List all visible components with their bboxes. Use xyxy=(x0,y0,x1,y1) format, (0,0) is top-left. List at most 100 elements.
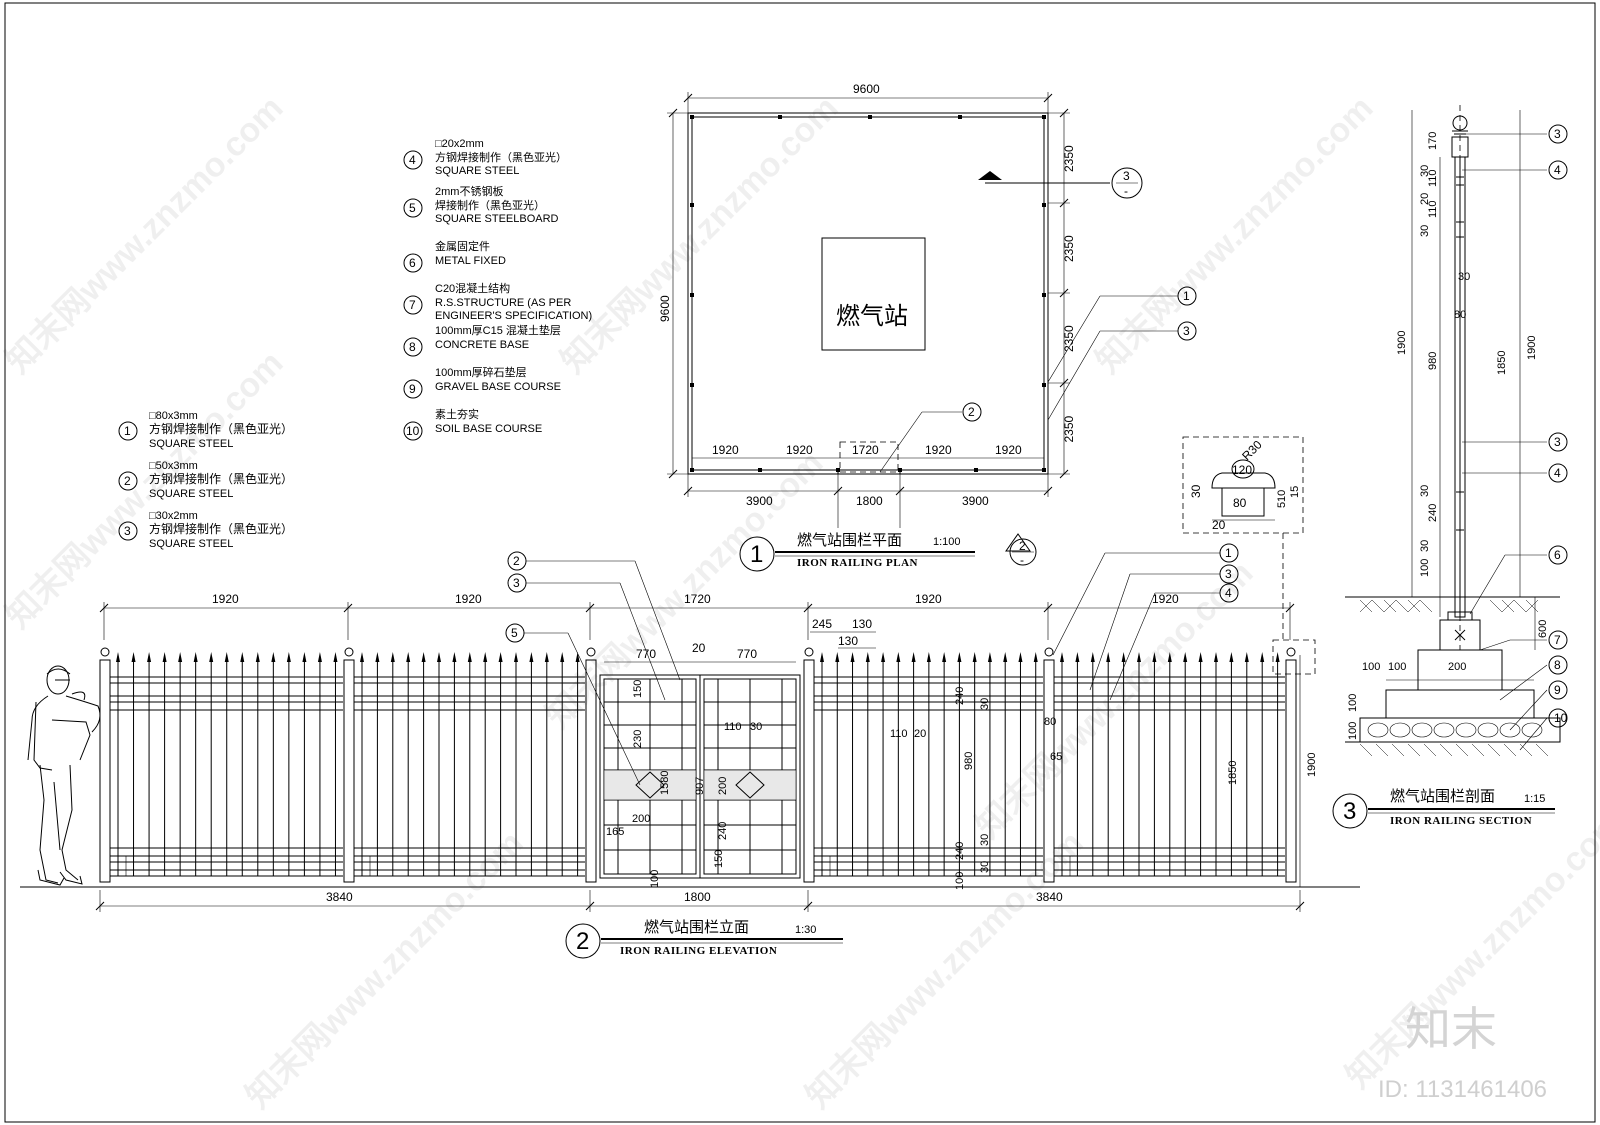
fence-post xyxy=(803,659,815,883)
legend-line: SQUARE STEEL xyxy=(435,165,519,177)
watermark-text: 知末网www.znzmo.com xyxy=(1089,89,1381,381)
detail-5: 5 xyxy=(1276,502,1288,508)
section-title-number: 3 xyxy=(1343,798,1356,825)
elevation-dim-bottom: 3840 xyxy=(1036,890,1063,904)
picket-spike xyxy=(390,652,395,662)
detail-10: 10 xyxy=(1276,490,1288,502)
legend-spec: □30x2mm xyxy=(149,510,198,522)
picket-spike xyxy=(896,652,901,662)
picket-spike xyxy=(835,652,840,662)
callout-circle xyxy=(1548,545,1568,565)
elevation-dim-bottom: 1800 xyxy=(684,890,711,904)
picket-spike xyxy=(271,652,276,662)
callout-number: 3 xyxy=(513,576,520,590)
picket-spike xyxy=(375,652,380,662)
dim-tick xyxy=(99,603,109,613)
dim-tick xyxy=(1059,108,1069,118)
sheet-border xyxy=(4,2,1596,1123)
plan-post xyxy=(1042,383,1046,387)
section-dim-left: 30 xyxy=(1419,225,1431,237)
callout-circle xyxy=(1548,708,1568,728)
plan-dim-top: 9600 xyxy=(853,82,880,96)
section-dim-right: 1900 xyxy=(1526,336,1538,360)
callout-number: 1 xyxy=(1225,546,1232,560)
detail-20: 20 xyxy=(1212,518,1226,532)
plan-post xyxy=(1042,293,1046,297)
dim-tick xyxy=(1285,603,1295,613)
legend-cn: 方钢焊接制作（黑色亚光） xyxy=(149,471,293,486)
plan-dim-right: 2350 xyxy=(1062,235,1076,262)
plan-post xyxy=(758,468,762,472)
callout-circle xyxy=(1548,432,1568,452)
human-scale-figure xyxy=(27,665,101,886)
picket-spike xyxy=(1106,652,1111,662)
plan-post xyxy=(868,115,872,119)
legend-line: CONCRETE BASE xyxy=(435,339,529,351)
plan-title-cn: 燃气站围栏平面 xyxy=(797,531,902,549)
callout-circle xyxy=(1548,630,1568,650)
picket-spike xyxy=(1198,652,1203,662)
section-dim-left: 30 xyxy=(1419,165,1431,177)
watermark-text: 知末网www.znzmo.com xyxy=(0,89,291,381)
picket-spike xyxy=(360,652,364,662)
dim-980: 980 xyxy=(963,752,975,770)
watermark-text: 知末网www.znzmo.com xyxy=(239,824,531,1116)
plan-post xyxy=(1042,115,1046,119)
section-dim-base: 100 xyxy=(1388,661,1406,673)
section-dim-base: 100 xyxy=(1362,661,1380,673)
watermark-layer: 知末网www.znzmo.com 知末网www.znzmo.com 知末网www… xyxy=(0,89,1600,1116)
picket-spike xyxy=(926,652,931,662)
legend-line: SQUARE STEELBOARD xyxy=(435,213,559,225)
picket-spike xyxy=(1260,652,1265,662)
elevation-dim-top: 1920 xyxy=(915,592,942,606)
station-label: 燃气站 xyxy=(836,303,908,330)
picket-spike xyxy=(1121,652,1126,662)
elevation-title-circle xyxy=(565,923,601,959)
gate-dim-right: 770 xyxy=(737,647,757,661)
plan-post xyxy=(690,115,694,119)
detail-dim-245: 245 xyxy=(812,617,832,631)
plan-dim-right: 2350 xyxy=(1062,415,1076,442)
post-cap xyxy=(1044,647,1054,657)
section-dims: 1703011020110301900980302403010030801850… xyxy=(1347,132,1549,740)
callout-circle xyxy=(1177,286,1197,306)
legend-number: 9 xyxy=(409,382,416,396)
detail-dim-130b: 130 xyxy=(838,634,858,648)
picket-spike xyxy=(544,652,549,662)
post-cap xyxy=(100,647,110,657)
elevation-title-number: 2 xyxy=(576,928,589,955)
section-dim-left: 170 xyxy=(1427,132,1439,150)
post-cap xyxy=(344,647,354,657)
legend-line: C20混凝土结构 xyxy=(435,281,510,295)
picket-spike xyxy=(1183,652,1188,662)
legend-circle xyxy=(118,421,138,441)
callout-number: 10 xyxy=(1554,711,1568,725)
legend-cn: 方钢焊接制作（黑色亚光） xyxy=(149,521,293,536)
dim-tick xyxy=(585,901,595,911)
dim-165: 165 xyxy=(606,826,624,838)
section-dim-left: 100 xyxy=(1419,559,1431,577)
legend-number: 5 xyxy=(409,201,416,215)
picket-spike xyxy=(1229,652,1234,662)
detail-80: 80 xyxy=(1233,496,1247,510)
section-title-circle xyxy=(1332,793,1368,829)
plan-title-number: 1 xyxy=(750,541,763,568)
watermark-text: 知末网www.znzmo.com xyxy=(969,554,1261,846)
picket-spike xyxy=(240,652,245,662)
picket-spike xyxy=(178,652,183,662)
dim-tick xyxy=(683,486,693,496)
plan-post xyxy=(690,383,694,387)
detail-30: 30 xyxy=(1189,484,1203,498)
dim-100b: 100 xyxy=(954,872,966,890)
legend-circle xyxy=(403,295,423,315)
watermark-brand: 知末 xyxy=(1405,1003,1497,1055)
plan-post xyxy=(836,468,840,472)
picket-spike xyxy=(147,652,152,662)
fence-post xyxy=(343,659,355,883)
plan-title-circle xyxy=(739,536,775,572)
picket-spike xyxy=(850,652,855,662)
elevation-dim-top: 1920 xyxy=(1152,592,1179,606)
callout-number: 1 xyxy=(1183,289,1190,303)
